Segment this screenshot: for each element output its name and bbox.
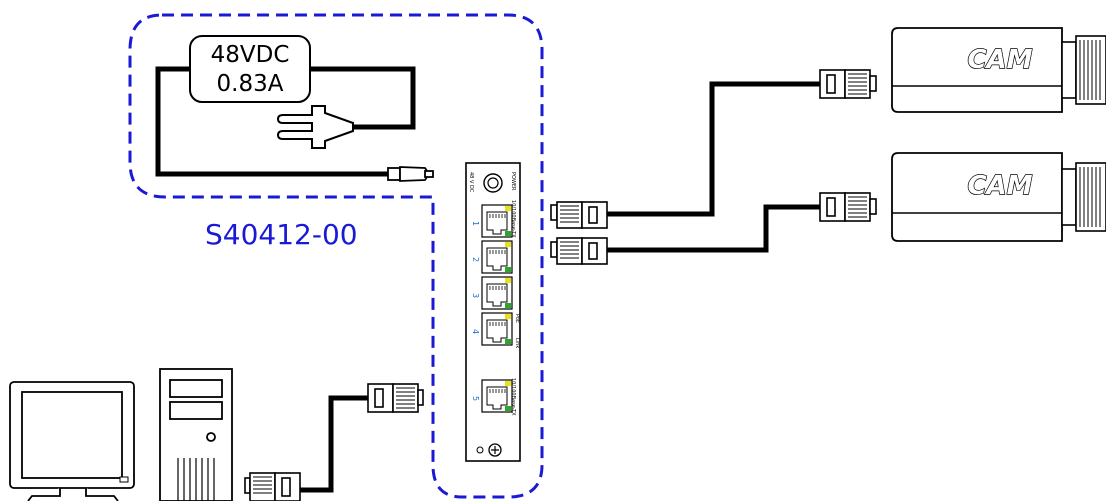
camera-1-label: CAM — [967, 45, 1032, 75]
computer-icon — [9, 368, 233, 501]
power-cable — [155, 66, 416, 177]
switch-port-2: 2 — [471, 240, 513, 274]
camera-1: CAM — [891, 27, 1106, 113]
port-2-number: 2 — [471, 257, 480, 262]
psu-voltage: 48VDC — [211, 42, 290, 68]
switch-port-5: 5 10/100Base-TX — [471, 378, 516, 416]
ground-screw-icon — [476, 443, 502, 457]
pc-cable — [300, 395, 368, 493]
rj45-plug-pc-switch-side — [367, 383, 424, 413]
switch-port-3: 3 — [471, 276, 513, 310]
camera-cables — [607, 81, 820, 253]
psu-current: 0.83A — [217, 71, 284, 97]
camera-2: CAM — [891, 152, 1106, 242]
model-label: S40412-00 — [205, 218, 358, 251]
switch-port-1: 1 — [471, 204, 513, 238]
voltage-label: 48 V DC — [468, 172, 474, 193]
power-label: POWER — [510, 172, 516, 191]
rj45-plug-camera-2 — [819, 192, 877, 222]
port-group-label: 10/100Base-TX — [510, 200, 516, 238]
rj45-plug-camera-1 — [819, 69, 877, 99]
port-5-label: 10/100Base-TX — [510, 378, 516, 416]
rj45-plug-switch-2 — [550, 237, 608, 265]
product-boundary — [128, 13, 544, 499]
port-1-number: 1 — [471, 221, 480, 226]
switch-port-4: 4 — [471, 312, 513, 346]
poe-switch: POWER 48 V DC 1 2 3 — [465, 162, 521, 462]
link-label: Link — [514, 338, 520, 348]
rj45-plug-pc-side — [244, 472, 301, 501]
port-5-number: 5 — [471, 396, 480, 401]
poe-label: PoE — [514, 314, 520, 323]
port-4-number: 4 — [471, 329, 480, 334]
port-3-number: 3 — [471, 293, 480, 298]
power-supply-label-box: 48VDC 0.83A — [189, 35, 311, 103]
camera-2-label: CAM — [967, 171, 1032, 201]
power-plug-icon — [276, 105, 354, 149]
rj45-plug-switch-1 — [550, 201, 608, 229]
dc-connector-icon — [387, 166, 434, 182]
